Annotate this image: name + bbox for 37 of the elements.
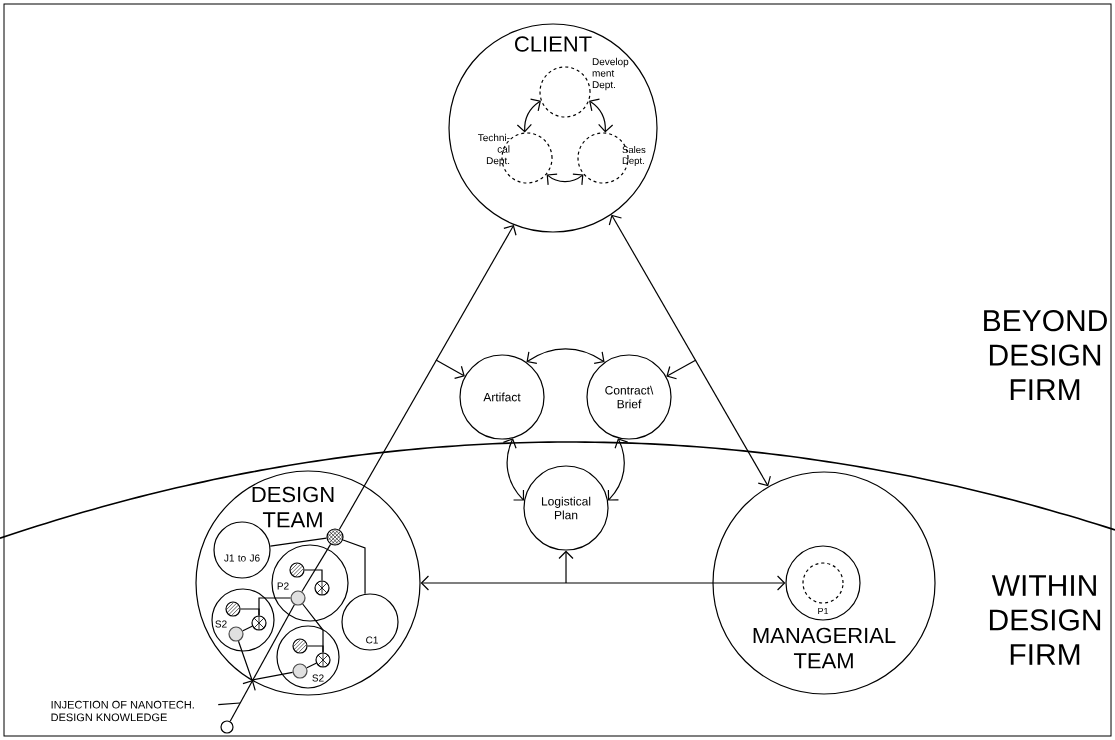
member-circle [292,638,308,654]
arrow [546,173,584,186]
connector-line [237,640,294,681]
arrow [666,359,697,380]
member-circle [290,590,306,606]
member-circle [315,652,331,668]
member-circle [314,580,330,596]
region-label: BEYOND DESIGN FIRM [984,310,1107,400]
arrow [502,438,525,501]
connector-line [269,537,328,547]
arrow [589,98,614,133]
member-circle [251,615,267,631]
arrow [526,348,605,364]
leader-line [217,702,241,706]
connector-line [240,608,260,616]
connector-line [301,543,332,593]
member-circle [228,626,244,642]
connector-line [304,569,323,581]
arrow [558,550,574,584]
member-circle [225,601,241,617]
connector-line [342,539,366,595]
connector-line [242,625,253,632]
member-circle [326,528,344,546]
arrow [608,214,771,487]
arrow [607,438,629,501]
dashed-circle [802,562,844,604]
annotation-text: INJECTION OF NANOTECH. DESIGN KNOWLEDGE [51,700,194,722]
node-label: Develop ment Dept. [592,57,629,91]
arrow [435,359,465,380]
region-label: WITHIN DESIGN FIRM [989,575,1101,665]
arrow [420,575,786,591]
arrow [516,98,541,133]
connector-line [306,662,317,669]
connector-line [307,645,324,653]
member-circle [289,562,305,578]
member-circle [292,663,308,679]
arrow [338,225,517,531]
